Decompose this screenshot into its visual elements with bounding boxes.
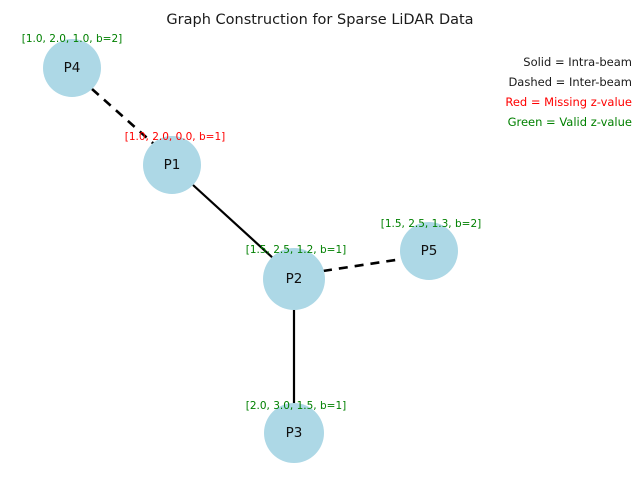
node-p4[interactable]: P4 — [43, 39, 101, 97]
coord-label-p4: [1.0, 2.0, 1.0, b=2] — [22, 33, 122, 45]
node-label-p5: P5 — [421, 243, 438, 259]
legend-item-red: Red = Missing z-value — [505, 95, 632, 109]
legend: Solid = Intra-beam Dashed = Inter-beam R… — [505, 55, 632, 129]
node-circle-p4[interactable] — [43, 39, 101, 97]
node-p5[interactable]: P5 — [400, 222, 458, 280]
coordinate-label-layer: [1.0, 2.0, 1.0, b=2] [1.0, 2.0, 0.0, b=1… — [22, 33, 481, 412]
node-circle-p5[interactable] — [400, 222, 458, 280]
legend-item-solid: Solid = Intra-beam — [523, 55, 632, 69]
node-label-p1: P1 — [164, 157, 181, 173]
node-p3[interactable]: P3 — [264, 403, 324, 463]
node-p2[interactable]: P2 — [263, 248, 325, 310]
edge-p1-p2 — [192, 184, 275, 260]
coord-label-p1: [1.0, 2.0, 0.0, b=1] — [125, 131, 225, 143]
node-label-p2: P2 — [286, 271, 303, 287]
edge-p2-p5 — [322, 257, 403, 273]
node-layer: P4 P1 P2 P5 P3 — [43, 39, 458, 463]
node-circle-p1[interactable] — [143, 136, 201, 194]
node-circle-p2[interactable] — [263, 248, 325, 310]
legend-item-dashed: Dashed = Inter-beam — [508, 75, 632, 89]
node-p1[interactable]: P1 — [143, 136, 201, 194]
coord-label-p5: [1.5, 2.5, 1.3, b=2] — [381, 218, 481, 230]
node-label-p4: P4 — [64, 60, 81, 76]
figure-title: Graph Construction for Sparse LiDAR Data — [166, 12, 473, 28]
coord-label-p3: [2.0, 3.0, 1.5, b=1] — [246, 400, 346, 412]
edge-layer — [91, 88, 403, 405]
node-label-p3: P3 — [286, 425, 303, 441]
coord-label-p2: [1.5, 2.5, 1.2, b=1] — [246, 244, 346, 256]
legend-item-green: Green = Valid z-value — [508, 115, 632, 129]
node-circle-p3[interactable] — [264, 403, 324, 463]
edge-p4-p1 — [91, 88, 156, 146]
